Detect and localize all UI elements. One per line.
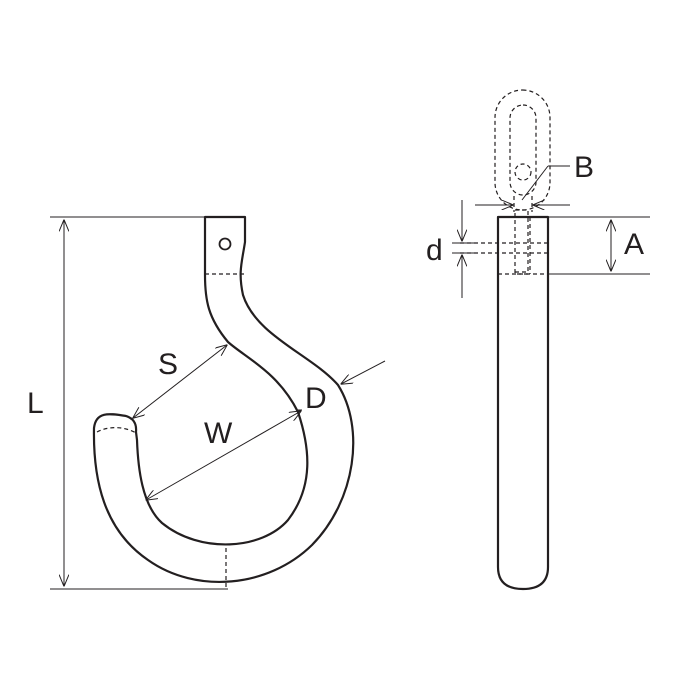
label-L: L [27, 387, 44, 420]
dimension-D: D [296, 360, 386, 415]
label-A: A [624, 228, 644, 261]
side-view [460, 209, 550, 591]
label-d: d [426, 234, 443, 267]
dimension-W: W [146, 411, 301, 500]
mounting-hole [218, 237, 232, 251]
label-D: D [305, 382, 327, 415]
label-S: S [158, 348, 178, 381]
dimension-d: d [426, 200, 475, 298]
dimension-A: A [548, 216, 650, 275]
dimension-S: S [133, 345, 227, 418]
screw-hidden [514, 209, 529, 275]
dimension-L: L [27, 216, 228, 590]
label-B: B [574, 151, 594, 184]
dimension-B: B [475, 151, 594, 205]
link-hidden [494, 89, 551, 212]
tip-boundary [96, 427, 137, 434]
side-body [496, 215, 550, 591]
label-W: W [204, 417, 233, 450]
